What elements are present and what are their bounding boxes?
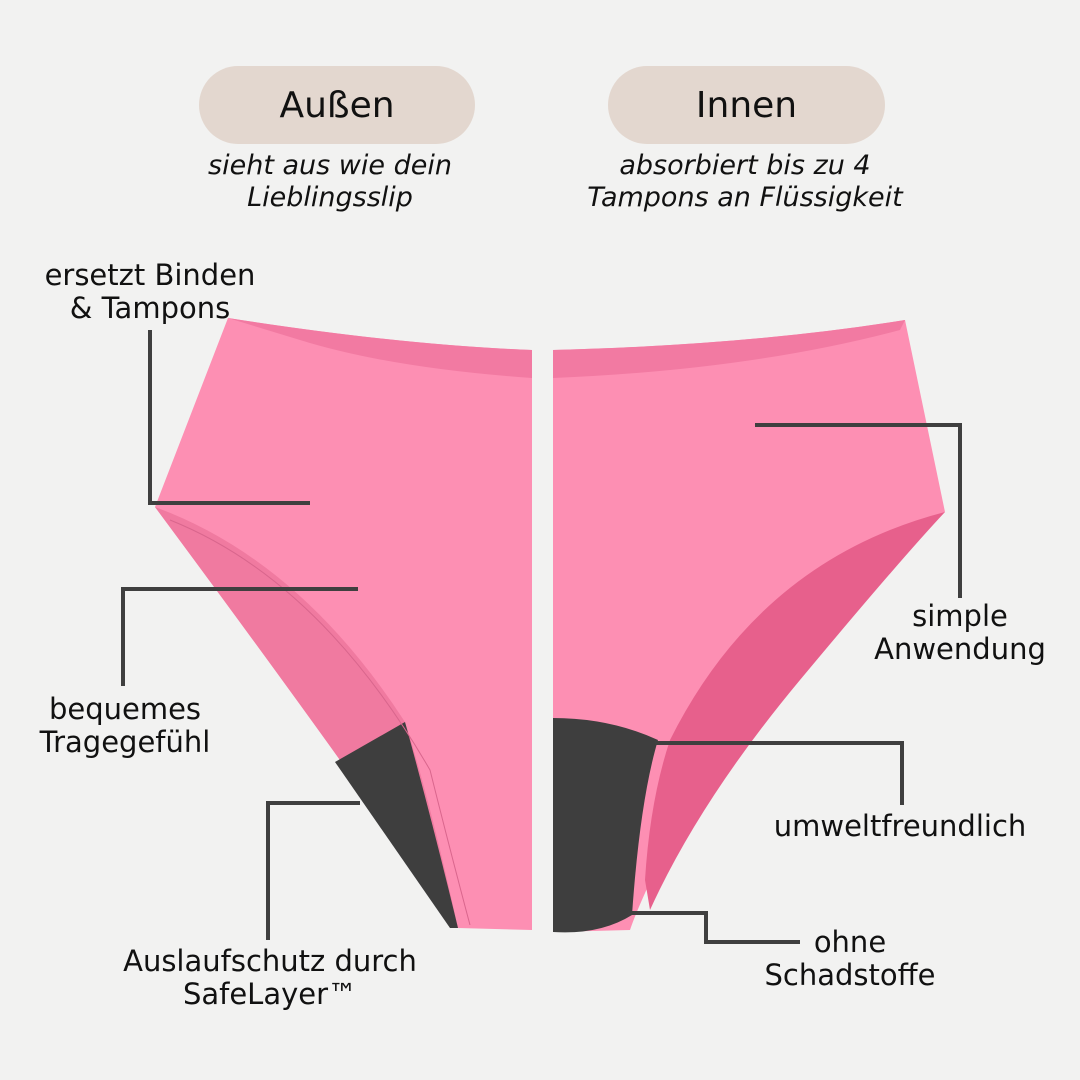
callout-replaces-line1: ersetzt Binden xyxy=(44,258,256,292)
callout-leak-line2: SafeLayer™ xyxy=(182,977,358,1011)
outside-subtitle: sieht aus wie dein Lieblingsslip xyxy=(200,150,460,214)
callout-comfort: bequemes Tragegefühl xyxy=(25,693,225,759)
leader-lines xyxy=(121,330,962,944)
callout-nontoxic-line1: ohne xyxy=(813,925,887,959)
outside-subtitle-line2: Lieblingsslip xyxy=(247,182,413,213)
callout-replaces-line2: & Tampons xyxy=(69,291,231,325)
callout-eco: umweltfreundlich xyxy=(770,810,1030,843)
inside-pill: Innen xyxy=(608,66,885,144)
callout-eco-line1: umweltfreundlich xyxy=(773,809,1027,843)
inside-subtitle: absorbiert bis zu 4 Tampons an Flüssigke… xyxy=(575,150,915,214)
callout-replaces: ersetzt Binden & Tampons xyxy=(40,259,260,325)
inside-title: Innen xyxy=(695,84,798,126)
outside-half xyxy=(155,318,532,930)
inside-subtitle-line1: absorbiert bis zu 4 xyxy=(619,150,871,181)
inside-half xyxy=(553,320,945,933)
callout-comfort-line1: bequemes xyxy=(48,692,202,726)
outside-title: Außen xyxy=(279,84,395,126)
outside-subtitle-line1: sieht aus wie dein xyxy=(208,150,452,181)
callout-simple-line2: Anwendung xyxy=(874,632,1046,666)
callout-leak-protection: Auslaufschutz durch SafeLayer™ xyxy=(120,945,420,1011)
callout-leak-line1: Auslaufschutz durch xyxy=(123,944,417,978)
outside-pill: Außen xyxy=(199,66,475,144)
callout-nontoxic: ohne Schadstoffe xyxy=(750,926,950,992)
inside-subtitle-line2: Tampons an Flüssigkeit xyxy=(587,182,903,213)
callout-simple: simple Anwendung xyxy=(860,600,1060,666)
callout-nontoxic-line2: Schadstoffe xyxy=(764,958,936,992)
callout-comfort-line2: Tragegefühl xyxy=(39,725,211,759)
callout-simple-line1: simple xyxy=(912,599,1008,633)
